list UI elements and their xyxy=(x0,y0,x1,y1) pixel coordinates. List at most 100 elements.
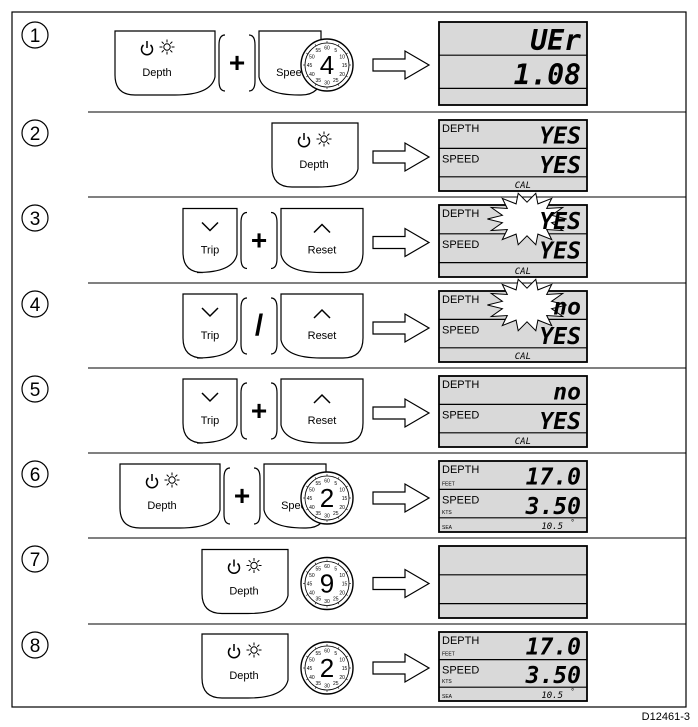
button-label: Depth xyxy=(229,670,258,682)
trip-button[interactable]: Trip xyxy=(182,378,238,444)
dial-mark: 40 xyxy=(309,675,315,681)
power-icon xyxy=(297,133,311,148)
dial-mark: 15 xyxy=(342,582,348,588)
step-number: 8 xyxy=(30,636,41,657)
dial-mark: 40 xyxy=(309,72,315,78)
trip-button[interactable]: Trip xyxy=(182,207,238,274)
dial-mark: 30 xyxy=(324,684,330,690)
combine-bracket xyxy=(218,34,256,92)
reset-button[interactable]: Reset xyxy=(280,378,364,444)
row2-label: SPEED xyxy=(442,409,479,421)
dial-mark: 55 xyxy=(315,651,321,657)
timer-seconds: 2 xyxy=(320,653,334,683)
dial-tick xyxy=(306,75,309,78)
dial-mark: 10 xyxy=(339,54,345,60)
chevron-up-icon xyxy=(313,223,331,234)
dial-mark: 20 xyxy=(339,505,345,511)
depth-button[interactable]: Depth xyxy=(119,463,221,529)
dial-mark: 15 xyxy=(342,63,348,69)
row3-value: CAL xyxy=(515,437,531,447)
row2-value: YES xyxy=(539,409,581,435)
dial-mark: 10 xyxy=(339,487,345,493)
dial-mark: 40 xyxy=(309,590,315,596)
dial-mark: 5 xyxy=(334,48,337,54)
button-label: Trip xyxy=(201,330,220,342)
dial-tick xyxy=(345,485,348,488)
chevron-down-icon xyxy=(201,307,219,318)
row3-unit: ° xyxy=(571,687,574,696)
row2-label: SPEED xyxy=(442,153,479,165)
dial-tick xyxy=(337,602,340,605)
row1-value: UEr xyxy=(530,24,581,57)
chevron-down-icon xyxy=(201,221,219,232)
right-arrow-icon xyxy=(372,312,431,344)
dial-mark: 20 xyxy=(339,675,345,681)
depth-button[interactable]: Depth xyxy=(114,30,216,96)
reset-button[interactable]: Reset xyxy=(280,293,364,359)
dial-mark: 25 xyxy=(333,78,339,84)
dial-mark: 10 xyxy=(339,657,345,663)
step-number-badge xyxy=(21,460,49,488)
dial-mark: 5 xyxy=(334,566,337,572)
chevron-down-icon xyxy=(201,392,219,403)
dial-mark: 50 xyxy=(309,54,315,60)
dial-mark: 35 xyxy=(315,597,321,603)
row3-label: SEA xyxy=(442,694,453,700)
trip-button[interactable]: Trip xyxy=(182,293,238,359)
row1-label: DEPTH xyxy=(442,123,479,135)
power-icon xyxy=(227,559,241,574)
button-label: Trip xyxy=(201,415,220,427)
dial-tick xyxy=(306,571,309,573)
depth-button[interactable]: Depth xyxy=(271,122,359,188)
dial-tick xyxy=(314,647,317,650)
right-arrow-icon xyxy=(372,141,431,173)
button-label: Speed xyxy=(276,67,308,79)
combine-bracket xyxy=(240,297,278,355)
sun-icon xyxy=(164,472,180,488)
depth-button[interactable]: Depth xyxy=(201,633,289,699)
step-number-badge xyxy=(21,119,49,147)
dial-mark: 30 xyxy=(324,81,330,87)
step-number: 7 xyxy=(30,550,41,571)
dial-tick xyxy=(337,516,340,519)
operator-symbol: + xyxy=(234,480,250,511)
dial-tick xyxy=(345,678,348,681)
dial-tick xyxy=(345,594,348,596)
dial-mark: 20 xyxy=(339,590,345,596)
dial-tick xyxy=(337,477,340,480)
row1-label: DEPTH xyxy=(442,379,479,391)
row2-label: SPEED xyxy=(442,239,479,251)
button-label: Depth xyxy=(229,586,258,598)
dial-tick xyxy=(337,83,340,86)
step-number: 3 xyxy=(30,209,41,230)
right-arrow-icon xyxy=(372,397,431,429)
row3-label: SEA xyxy=(442,525,453,531)
dial-mark: 25 xyxy=(333,597,339,603)
dial-mark: 60 xyxy=(324,479,330,485)
row2-label: SPEED xyxy=(442,665,479,677)
dial-tick xyxy=(345,52,348,55)
dial-tick xyxy=(314,44,317,47)
depth-button[interactable]: Depth xyxy=(201,548,289,615)
sun-icon xyxy=(246,642,262,658)
button-label: Reset xyxy=(308,415,337,427)
row1-unit: FEET xyxy=(442,652,455,658)
dial-tick xyxy=(337,647,340,650)
reset-button[interactable]: Reset xyxy=(280,207,364,274)
dial-tick xyxy=(345,571,348,573)
sun-icon xyxy=(316,131,332,147)
right-arrow-icon xyxy=(372,568,431,599)
dial-mark: 35 xyxy=(315,78,321,84)
dial-mark: 60 xyxy=(324,564,330,570)
step-number-badge xyxy=(21,21,49,49)
row1-label: DEPTH xyxy=(442,464,479,476)
dial-mark: 50 xyxy=(309,573,315,579)
